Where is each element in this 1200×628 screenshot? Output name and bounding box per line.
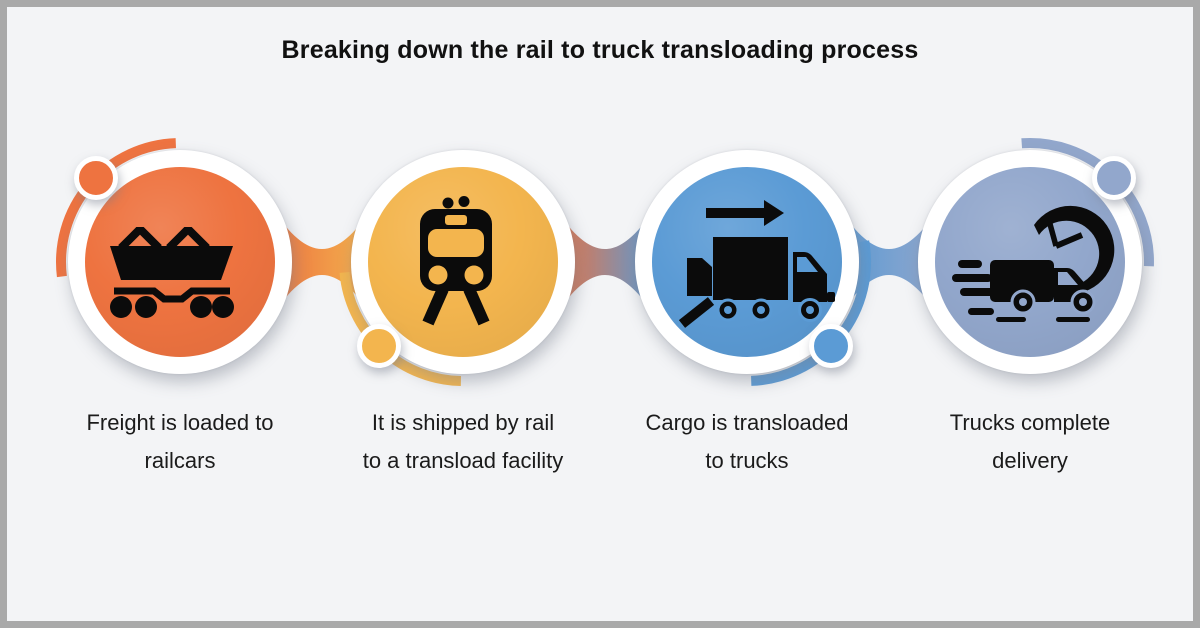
train-icon [420,196,492,326]
step-rail-shipping: It is shipped by rail to a transload fac… [321,0,605,628]
railcar-icon [110,227,234,318]
step-label: It is shipped by rail to a transload fac… [362,410,564,473]
satellite-dot [1092,156,1136,200]
step-label: Trucks complete delivery [949,410,1111,473]
satellite-dot [74,156,118,200]
step-delivery: Trucks complete delivery [888,0,1172,628]
step-label: Freight is loaded to railcars [86,410,274,473]
connector-1-2 [271,207,373,317]
satellite-dot [357,324,401,368]
connector-2-3 [554,207,656,317]
transload-truck-icon [678,200,835,328]
delivery-truck-icon [952,205,1115,322]
step-freight-loading: Freight is loaded to railcars [38,0,322,628]
step-label: Cargo is transloaded to trucks [645,410,849,473]
connector-3-4 [838,207,940,317]
step-disc [368,167,558,357]
satellite-dot [809,324,853,368]
step-transloading: Cargo is transloaded to trucks [605,0,889,628]
page-title: Breaking down the rail to truck transloa… [281,36,919,64]
